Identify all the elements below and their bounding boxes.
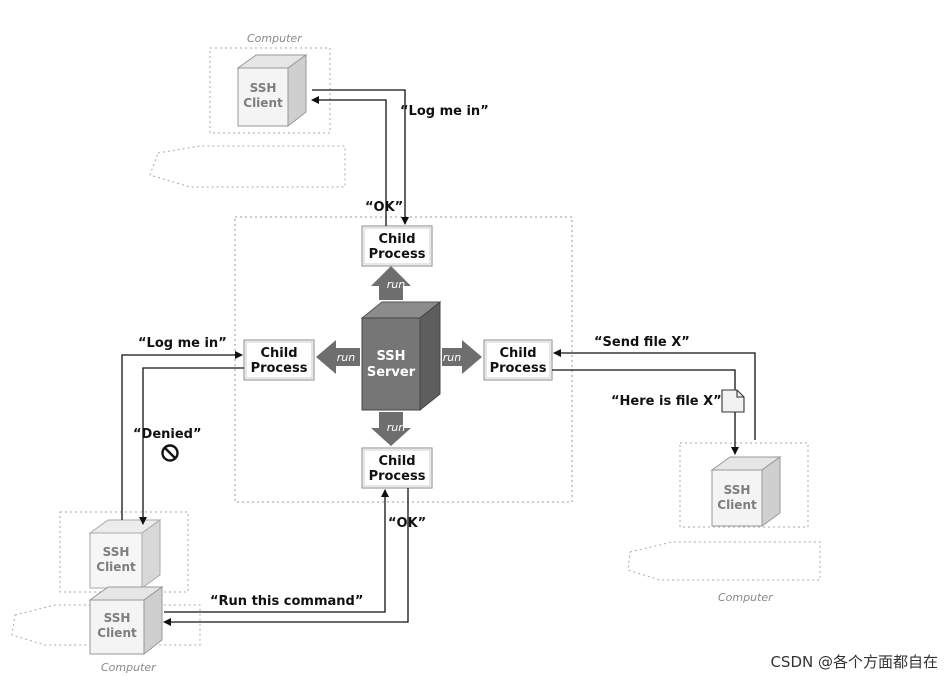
client-line2: Client xyxy=(717,498,757,512)
computer-label: Computer xyxy=(247,32,303,45)
msg-run-command: “Run this command” xyxy=(210,594,363,609)
msg-denied: “Denied” xyxy=(133,427,202,442)
ssh-client-bottom-left-front: SSH Client xyxy=(88,586,164,656)
child-line2: Process xyxy=(251,361,308,376)
child-process-left: Child Process xyxy=(243,339,315,381)
client-line2: Client xyxy=(96,560,136,574)
msg-log-me-in-left: “Log me in” xyxy=(138,336,227,351)
client-line1: SSH xyxy=(724,483,751,497)
ssh-server: SSH Server xyxy=(360,300,442,412)
msg-send-file: “Send file X” xyxy=(594,335,690,350)
child-line2: Process xyxy=(369,469,426,484)
client-line1: SSH xyxy=(103,545,130,559)
msg-log-me-in-top: “Log me in” xyxy=(400,104,489,119)
child-line2: Process xyxy=(369,247,426,262)
client-line2: Client xyxy=(97,626,137,640)
ssh-client-right: SSH Client xyxy=(710,456,782,527)
server-line1: SSH xyxy=(376,349,405,364)
arrow-denied xyxy=(139,367,244,525)
arrow-ok-bottom xyxy=(163,488,409,626)
run-label: run xyxy=(387,278,405,291)
child-line1: Child xyxy=(378,232,415,247)
arrow-ok-top xyxy=(311,96,387,226)
server-line2: Server xyxy=(367,365,416,380)
client-line1: SSH xyxy=(104,611,131,625)
run-label: run xyxy=(443,351,461,364)
computer-label: Computer xyxy=(101,661,157,674)
file-icon xyxy=(721,389,745,413)
run-arrow-down: run xyxy=(371,412,411,446)
denied-icon xyxy=(161,444,179,462)
run-arrow-left: run xyxy=(316,340,360,374)
ssh-client-top: SSH Client xyxy=(236,54,308,128)
arrow-run-command xyxy=(164,489,389,613)
client-line2: Client xyxy=(243,96,283,110)
arrow-send-file xyxy=(553,349,756,440)
msg-here-is-file: “Here is file X” xyxy=(611,394,722,409)
child-process-bottom: Child Process xyxy=(361,447,433,489)
client-line1: SSH xyxy=(250,81,277,95)
child-process-right: Child Process xyxy=(483,339,553,381)
server-boundary xyxy=(234,216,573,503)
computer-right: SSH Client Computer xyxy=(627,442,821,604)
run-arrow-right: run xyxy=(442,340,482,374)
run-arrow-up: run xyxy=(371,266,411,300)
ssh-client-bottom-left-back: SSH Client xyxy=(88,519,162,589)
computer-label: Computer xyxy=(718,591,774,604)
run-label: run xyxy=(387,421,405,434)
arrow-here-file xyxy=(552,369,739,455)
computer-bottom-left: SSH Client SSH Client Computer xyxy=(11,511,201,674)
child-process-top: Child Process xyxy=(361,225,433,267)
watermark: CSDN @各个方面都自在 xyxy=(770,653,938,671)
arrow-login-left xyxy=(121,351,243,520)
child-line1: Child xyxy=(260,346,297,361)
child-line1: Child xyxy=(499,346,536,361)
msg-ok-top: “OK” xyxy=(365,200,403,215)
msg-ok-bottom: “OK” xyxy=(388,516,426,531)
child-line1: Child xyxy=(378,454,415,469)
run-label: run xyxy=(337,351,355,364)
arrow-login-top xyxy=(312,89,409,225)
child-line2: Process xyxy=(490,361,547,376)
computer-top: Computer SSH Client xyxy=(149,32,346,188)
